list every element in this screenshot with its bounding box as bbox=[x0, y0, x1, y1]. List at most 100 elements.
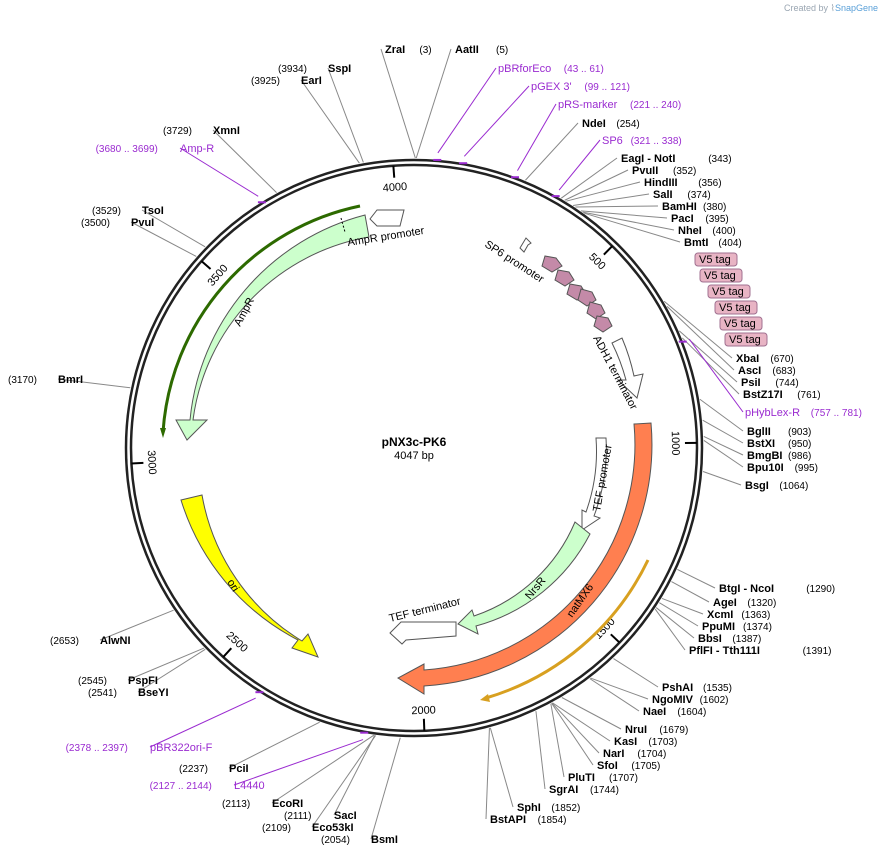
v5-tag-label[interactable]: V5 tag bbox=[719, 316, 763, 331]
enzyme-name: PpuMI bbox=[702, 621, 735, 633]
primer-name: L4440 bbox=[234, 780, 265, 792]
enzyme-site[interactable]: Bpu10I(995) bbox=[747, 462, 818, 474]
feature-tef-terminator[interactable] bbox=[389, 621, 457, 645]
enzyme-site[interactable]: BmgBI(986) bbox=[747, 450, 811, 462]
primer-site[interactable]: pBR322ori-F(2378 .. 2397) bbox=[66, 742, 213, 754]
tick-label: 3500 bbox=[205, 262, 230, 288]
feature-ampr[interactable] bbox=[175, 214, 370, 441]
primer-site[interactable]: pHybLex-R(757 .. 781) bbox=[745, 407, 862, 419]
enzyme-site[interactable]: NarI(1704) bbox=[603, 748, 666, 760]
enzyme-position: (2113) bbox=[222, 799, 250, 810]
primer-site[interactable]: pGEX 3'(99 .. 121) bbox=[531, 81, 630, 93]
enzyme-site[interactable]: BstAPI(1854) bbox=[490, 814, 567, 826]
enzyme-site[interactable]: (3925)EarI bbox=[251, 75, 322, 87]
enzyme-name: PvuII bbox=[632, 165, 658, 177]
enzyme-site[interactable]: BtgI - NcoI (1290) bbox=[719, 583, 835, 595]
enzyme-name: PvuI bbox=[131, 217, 154, 229]
enzyme-site[interactable]: PluTI(1707) bbox=[568, 772, 638, 784]
tick-label: 3000 bbox=[145, 450, 158, 475]
feature-ampr-promoter[interactable] bbox=[369, 209, 405, 227]
v5-tag-label[interactable]: V5 tag bbox=[724, 332, 768, 347]
enzyme-site[interactable]: (3934)SspI bbox=[278, 63, 351, 75]
enzyme-site[interactable]: (2545)PspFI bbox=[78, 675, 158, 687]
enzyme-site[interactable]: NaeI(1604) bbox=[643, 706, 706, 718]
enzyme-site[interactable]: BmtI(404) bbox=[684, 237, 742, 249]
enzyme-site[interactable]: BstXI(950) bbox=[747, 438, 811, 450]
enzyme-site[interactable]: AatII(5) bbox=[455, 44, 508, 56]
enzyme-site[interactable]: PflFI - Tth111I(1391) bbox=[689, 645, 832, 657]
enzyme-name: BtgI - NcoI bbox=[719, 583, 774, 595]
enzyme-site[interactable]: (3729)XmnI bbox=[163, 125, 240, 137]
enzyme-site[interactable]: BglII(903) bbox=[747, 426, 811, 438]
enzyme-site[interactable]: XcmI(1363) bbox=[707, 609, 770, 621]
enzyme-site[interactable]: KasI(1703) bbox=[614, 736, 677, 748]
feature-nrsr[interactable] bbox=[457, 521, 591, 635]
enzyme-site[interactable]: BstZ17I(761) bbox=[743, 389, 821, 401]
enzyme-position: (3934) bbox=[278, 64, 307, 75]
v5-tag-label[interactable]: V5 tag bbox=[714, 300, 758, 315]
v5-tag-arrow bbox=[554, 269, 575, 287]
enzyme-position: (2541) bbox=[88, 688, 117, 699]
enzyme-site[interactable]: SalI(374) bbox=[653, 189, 711, 201]
v5-tag-label[interactable]: V5 tag bbox=[699, 268, 743, 283]
enzyme-site[interactable]: ZraI(3) bbox=[385, 44, 432, 56]
enzyme-site[interactable]: BamHI(380) bbox=[662, 201, 726, 213]
enzyme-site[interactable]: PsiI(744) bbox=[741, 377, 799, 389]
tick-mark bbox=[131, 461, 144, 465]
enzyme-site[interactable]: (3500)PvuI bbox=[81, 217, 154, 229]
enzyme-site[interactable]: (2111)SacI bbox=[284, 810, 357, 822]
enzyme-site[interactable]: (2541)BseYI bbox=[88, 687, 169, 699]
enzyme-site[interactable]: PpuMI(1374) bbox=[702, 621, 772, 633]
primer-site[interactable]: SP6(321 .. 338) bbox=[602, 135, 682, 147]
enzyme-site[interactable]: (2113)EcoRI bbox=[222, 798, 303, 810]
primer-site[interactable]: L4440(2127 .. 2144) bbox=[150, 780, 265, 792]
enzyme-site[interactable]: NruI(1679) bbox=[625, 724, 688, 736]
enzyme-position: (1604) bbox=[677, 707, 706, 718]
enzyme-site[interactable]: XbaI(670) bbox=[736, 353, 794, 365]
cut-line bbox=[671, 581, 710, 603]
enzyme-site[interactable]: PshAI(1535) bbox=[662, 682, 732, 694]
feature-natmx6[interactable] bbox=[396, 422, 653, 695]
primer-site[interactable]: pBRforEco(43 .. 61) bbox=[498, 63, 604, 75]
enzyme-position: (1290) bbox=[806, 584, 835, 595]
enzyme-site[interactable]: (2109)Eco53kI bbox=[262, 822, 354, 834]
enzyme-site[interactable]: SphI(1852) bbox=[517, 802, 580, 814]
enzyme-name: AscI bbox=[738, 365, 761, 377]
enzyme-site[interactable]: SgrAI(1744) bbox=[549, 784, 619, 796]
primer-site[interactable]: Amp-R(3680 .. 3699) bbox=[96, 143, 215, 155]
cut-line bbox=[589, 678, 640, 712]
enzyme-position: (2109) bbox=[262, 823, 291, 834]
site-labels: ZraI(3) AatII(5) NdeI(254) EagI - NotI(343)… bbox=[8, 44, 862, 846]
enzyme-site[interactable]: BsgI(1064) bbox=[745, 480, 808, 492]
enzyme-site[interactable]: (3529)TsoI bbox=[92, 205, 164, 217]
enzyme-site[interactable]: NheI(400) bbox=[678, 225, 736, 237]
enzyme-site[interactable]: NdeI(254) bbox=[582, 118, 640, 130]
enzyme-position: (1852) bbox=[551, 803, 580, 814]
enzyme-site[interactable]: HindIII(356) bbox=[644, 177, 722, 189]
cut-line bbox=[666, 305, 735, 371]
tick-mark bbox=[200, 260, 212, 270]
enzyme-name: BmtI bbox=[684, 237, 708, 249]
enzyme-site[interactable]: PvuII(352) bbox=[632, 165, 696, 177]
enzyme-site[interactable]: (3170)BmrI bbox=[8, 374, 83, 386]
enzyme-position: (3729) bbox=[163, 126, 192, 137]
enzyme-site[interactable]: SfoI(1705) bbox=[597, 760, 660, 772]
enzyme-site[interactable]: BbsI(1387) bbox=[698, 633, 761, 645]
feature-sp6-promoter[interactable] bbox=[519, 237, 532, 253]
enzyme-site[interactable]: EagI - NotI(343) bbox=[621, 153, 732, 165]
enzyme-site[interactable]: (2653)AlwNI bbox=[50, 635, 131, 647]
primer-site[interactable]: pRS-marker(221 .. 240) bbox=[558, 99, 681, 111]
enzyme-site[interactable]: AgeI(1320) bbox=[713, 597, 776, 609]
feature-ori[interactable] bbox=[180, 494, 319, 658]
cut-line bbox=[489, 727, 514, 808]
feature-tef-promoter[interactable] bbox=[581, 437, 607, 531]
enzyme-site[interactable]: AscI(683) bbox=[738, 365, 796, 377]
enzyme-site[interactable]: NgoMIV(1602) bbox=[652, 694, 729, 706]
feature-adh1-terminator[interactable] bbox=[611, 337, 644, 399]
enzyme-site[interactable]: (2237)PciI bbox=[179, 763, 249, 775]
v5-tag-label[interactable]: V5 tag bbox=[707, 284, 751, 299]
v5-tag-label[interactable]: V5 tag bbox=[694, 252, 738, 267]
enzyme-site[interactable]: (2054)BsmI bbox=[321, 834, 398, 846]
primer-line bbox=[463, 85, 530, 157]
enzyme-site[interactable]: PacI(395) bbox=[671, 213, 729, 225]
